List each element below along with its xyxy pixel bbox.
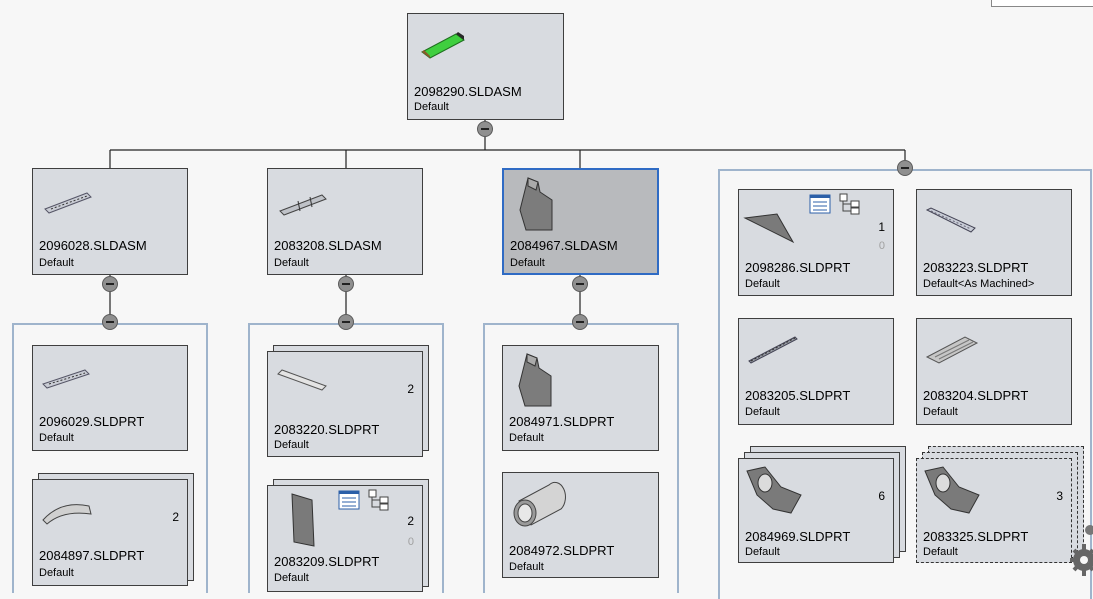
node-name: 2084972.SLDPRT	[509, 543, 615, 558]
part-node-2096029[interactable]: 2096029.SLDPRT Default	[32, 345, 188, 451]
node-config: Default	[509, 561, 544, 573]
node-config: Default	[39, 567, 74, 579]
assembly-thumbnail-icon	[279, 194, 327, 216]
part-node-2084969[interactable]: 6 2084969.SLDPRT Default	[738, 458, 894, 563]
part-thumbnail-icon	[925, 207, 976, 233]
node-name: 2083205.SLDPRT	[745, 388, 851, 403]
node-config: Default	[923, 406, 958, 418]
secondary-count: 0	[878, 240, 885, 252]
node-config: Default	[274, 257, 309, 269]
part-node-2083204[interactable]: 2083204.SLDPRT Default	[916, 318, 1072, 425]
part-node-2083223[interactable]: 2083223.SLDPRT Default<As Machined>	[916, 189, 1072, 296]
part-thumbnail-icon	[518, 353, 552, 407]
collapse-icon[interactable]	[897, 160, 913, 176]
instance-count: 6	[878, 489, 885, 503]
window-edge-box	[991, 0, 1093, 7]
node-config: Default<As Machined>	[923, 278, 1035, 290]
node-name: 2098290.SLDASM	[414, 84, 522, 99]
node-config: Default	[414, 101, 449, 113]
node-config: Default	[39, 257, 74, 269]
part-node-2084972[interactable]: 2084972.SLDPRT Default	[502, 472, 659, 578]
node-config: Default	[923, 546, 958, 558]
node-config: Default	[510, 257, 545, 269]
part-node-2083205[interactable]: 2083205.SLDPRT Default	[738, 318, 894, 425]
instance-count: 1	[878, 220, 885, 234]
node-config: Default	[39, 432, 74, 444]
part-node-2083209[interactable]: 2 0 2083209.SLDPRT Default	[267, 485, 423, 592]
collapse-icon[interactable]	[102, 276, 118, 292]
gear-icon[interactable]	[1070, 524, 1093, 584]
assembly-node-2096028[interactable]: 2096028.SLDASM Default	[32, 168, 188, 275]
part-node-2084971[interactable]: 2084971.SLDPRT Default	[502, 345, 659, 451]
properties-icon[interactable]	[338, 490, 360, 510]
assembly-thumbnail-icon	[44, 192, 92, 214]
assembly-node-2084967[interactable]: 2084967.SLDASM Default	[502, 168, 659, 275]
assembly-thumbnail-icon	[421, 32, 465, 59]
part-node-2098286[interactable]: 1 0 2098286.SLDPRT Default	[738, 189, 894, 296]
node-config: Default	[509, 432, 544, 444]
part-thumbnail-icon	[42, 369, 90, 389]
part-thumbnail-icon	[513, 481, 566, 527]
collapse-icon[interactable]	[477, 121, 493, 137]
part-thumbnail-icon	[743, 213, 795, 244]
part-thumbnail-icon	[925, 336, 979, 364]
part-node-2083220[interactable]: 2 2083220.SLDPRT Default	[267, 351, 423, 457]
node-config: Default	[745, 546, 780, 558]
node-config: Default	[274, 572, 309, 584]
node-name: 2096028.SLDASM	[39, 238, 147, 253]
tree-icon[interactable]	[368, 489, 390, 511]
instance-count: 2	[407, 514, 414, 528]
node-config: Default	[274, 439, 309, 451]
node-name: 2084971.SLDPRT	[509, 414, 615, 429]
instance-count: 3	[1056, 489, 1063, 503]
part-thumbnail-icon	[746, 466, 802, 514]
part-node-2084897[interactable]: 2 2084897.SLDPRT Default	[32, 479, 188, 586]
assembly-node-2083208[interactable]: 2083208.SLDASM Default	[267, 168, 423, 275]
instance-count: 2	[407, 382, 414, 396]
instance-count: 2	[172, 510, 179, 524]
collapse-icon[interactable]	[102, 314, 118, 330]
node-name: 2083204.SLDPRT	[923, 388, 1029, 403]
assembly-thumbnail-icon	[519, 177, 553, 231]
node-name: 2098286.SLDPRT	[745, 260, 851, 275]
part-thumbnail-icon	[924, 466, 980, 514]
node-name: 2083220.SLDPRT	[274, 422, 380, 437]
collapse-icon[interactable]	[338, 276, 354, 292]
part-thumbnail-icon	[748, 336, 798, 364]
secondary-count: 0	[407, 536, 414, 548]
node-config: Default	[745, 278, 780, 290]
node-name: 2096029.SLDPRT	[39, 414, 145, 429]
node-name: 2083208.SLDASM	[274, 238, 382, 253]
root-node[interactable]: 2098290.SLDASM Default	[407, 13, 564, 120]
node-name: 2084967.SLDASM	[510, 238, 618, 253]
node-name: 2083325.SLDPRT	[923, 529, 1029, 544]
node-name: 2084897.SLDPRT	[39, 548, 145, 563]
properties-icon[interactable]	[809, 194, 831, 214]
part-thumbnail-icon	[291, 493, 315, 547]
node-name: 2083209.SLDPRT	[274, 554, 380, 569]
tree-icon[interactable]	[839, 193, 861, 215]
node-config: Default	[745, 406, 780, 418]
collapse-icon[interactable]	[338, 314, 354, 330]
part-node-2083325[interactable]: 3 2083325.SLDPRT Default	[916, 458, 1072, 563]
node-name: 2084969.SLDPRT	[745, 529, 851, 544]
collapse-icon[interactable]	[572, 314, 588, 330]
collapse-icon[interactable]	[572, 276, 588, 292]
part-thumbnail-icon	[42, 504, 92, 525]
node-name: 2083223.SLDPRT	[923, 260, 1029, 275]
part-thumbnail-icon	[277, 369, 327, 391]
